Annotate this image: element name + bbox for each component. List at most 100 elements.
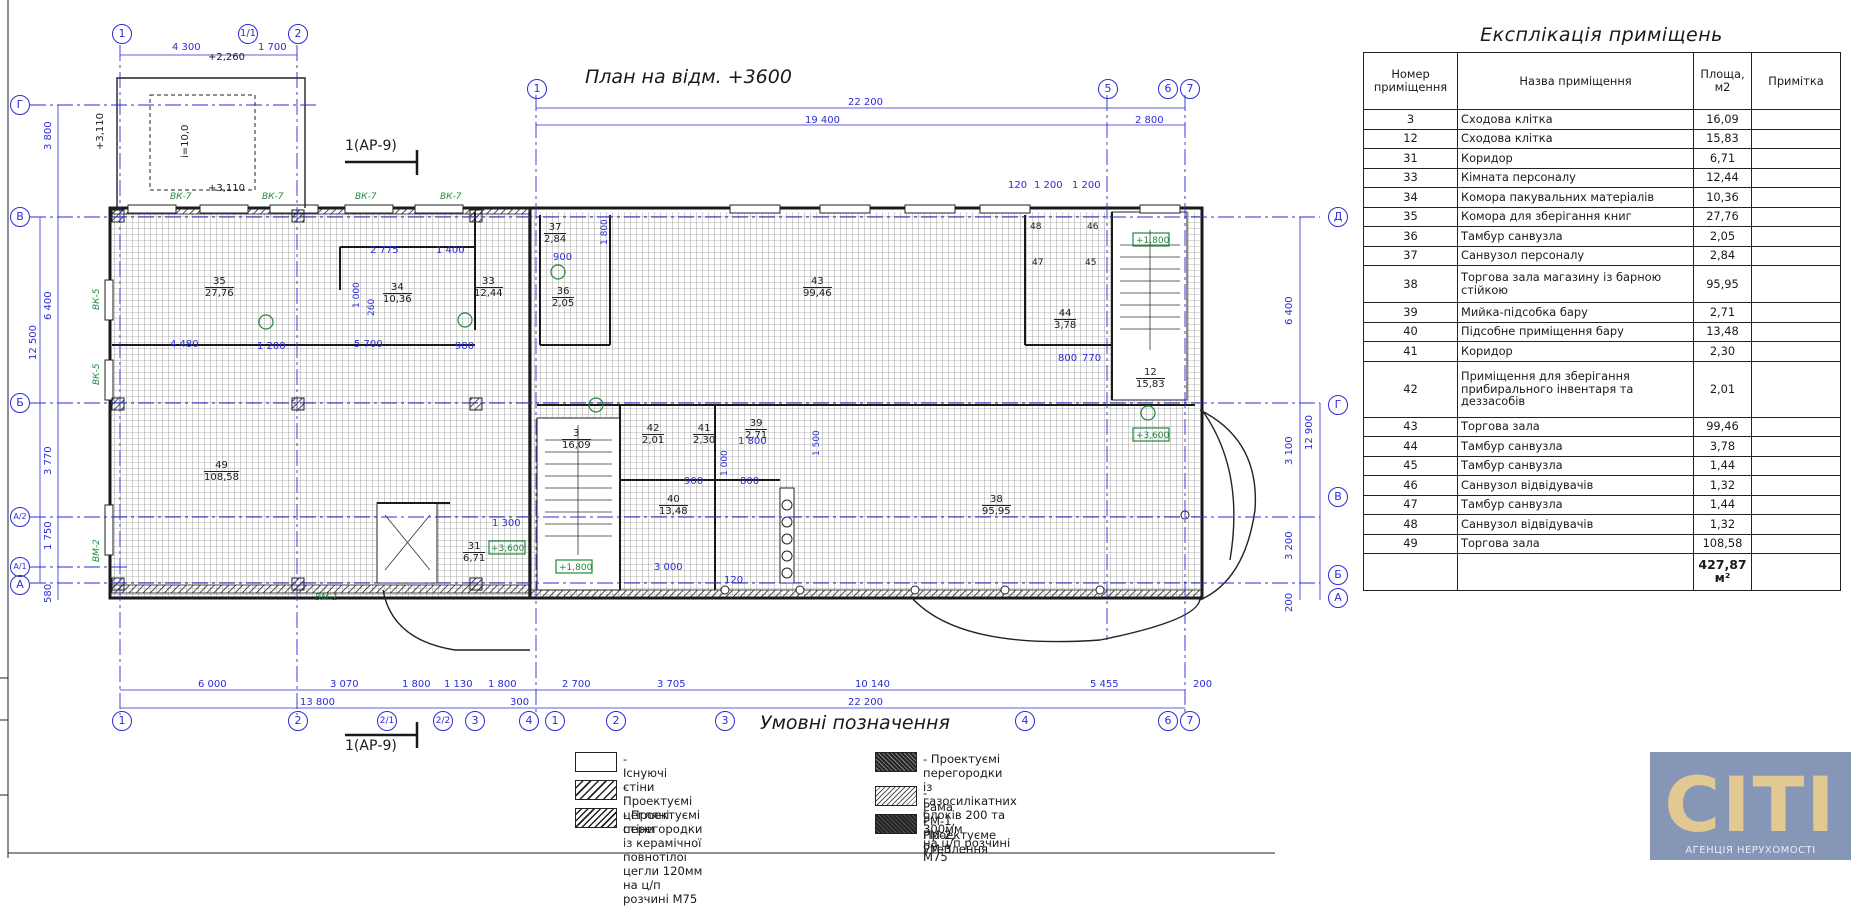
legend-item: - Проектуємі цегляні стіни [575, 780, 692, 836]
section-label-top: 1(АР-9) [345, 138, 397, 154]
axis-left-a1: А/1 [10, 557, 30, 577]
cell-note [1751, 360, 1841, 418]
curved-bays [382, 409, 1257, 651]
cell-note [1751, 128, 1841, 149]
dim-left: 1 750 [43, 521, 54, 550]
cell-name: Торгова зала [1457, 533, 1694, 554]
axis-bottom-3: 3 [465, 711, 485, 731]
axis-right-v: В [1328, 487, 1348, 507]
cell-num: 45 [1363, 455, 1458, 476]
dim-bottom: 2 700 [562, 679, 591, 690]
axis-top-1-1: 1/1 [238, 24, 258, 44]
axis-left-g: Г [10, 95, 30, 115]
inner-dim: 900 [455, 341, 475, 352]
dimension-lines [39, 54, 1321, 709]
dim-top: 2 800 [1135, 115, 1164, 126]
cell-name: Торгова зала магазину із барною стійкою [1457, 265, 1694, 303]
axis-bottom-2b: 2 [606, 711, 626, 731]
window-label: ВК-7 [170, 192, 192, 202]
axis-bottom-3b: 3 [715, 711, 735, 731]
axis-top-2: 2 [288, 24, 308, 44]
total-cell-area: 427,87 м² [1693, 553, 1752, 591]
axis-bottom-1: 1 [112, 711, 132, 731]
inner-dim: 800 [740, 476, 760, 487]
window-label: ВК-7 [355, 192, 377, 202]
inner-dim: 1 000 [352, 282, 362, 308]
cell-area: 1,32 [1693, 475, 1752, 496]
axis-left-a: А [10, 575, 30, 595]
section-label-bottom: 1(АР-9) [345, 738, 397, 754]
level-mark: +1,800 [559, 563, 593, 573]
logo-subtitle: АГЕНЦІЯ НЕРУХОМОСТІ [1685, 845, 1816, 856]
inner-dim: 1 800 [600, 219, 610, 245]
inner-dim: 1 200 [1072, 180, 1101, 191]
cell-area: 16,09 [1693, 109, 1752, 130]
cell-note [1751, 206, 1841, 227]
cell-area: 1,44 [1693, 494, 1752, 515]
axis-left-a2: А/2 [10, 507, 30, 527]
axis-top-5: 5 [1098, 79, 1118, 99]
cell-note [1751, 321, 1841, 342]
cell-num: 39 [1363, 302, 1458, 323]
dim-bottom: 3 070 [330, 679, 359, 690]
legend-text: - Рама РМ-1, РМ-2, РМ-3 [923, 786, 956, 856]
axis-bottom-6: 6 [1158, 711, 1178, 731]
cell-note [1751, 416, 1841, 437]
legend-item: - Рама РМ-1, РМ-2, РМ-3 [875, 786, 955, 856]
total-cell-name [1457, 553, 1694, 591]
total-cell-note [1751, 553, 1841, 591]
cell-name: Тамбур санвузла [1457, 226, 1694, 247]
cell-name: Санвузол персоналу [1457, 245, 1694, 266]
cell-note [1751, 226, 1841, 247]
axis-right-d: Д [1328, 207, 1348, 227]
cell-name: Мийка-підсобка бару [1457, 302, 1694, 323]
dim-right: 3 200 [1284, 531, 1295, 560]
dim-bottom: 3 705 [657, 679, 686, 690]
stair-areas [376, 211, 1188, 591]
dim-top: 22 200 [848, 97, 883, 108]
green-tags [258, 232, 1170, 574]
axis-right-b: Б [1328, 565, 1348, 585]
dim-bottom: 1 800 [488, 679, 517, 690]
dim-left: 580 [43, 583, 54, 603]
swatch-gas-silicate-partitions [875, 752, 917, 772]
cell-area: 2,01 [1693, 360, 1752, 418]
cell-area: 2,71 [1693, 302, 1752, 323]
cell-num: 40 [1363, 321, 1458, 342]
explication-table: Номер приміщення Назва приміщення Площа,… [1363, 52, 1841, 591]
legend-title: Умовні позначення [760, 712, 950, 734]
axis-right-a: А [1328, 588, 1348, 608]
cell-area: 2,84 [1693, 245, 1752, 266]
cell-num: 3 [1363, 109, 1458, 130]
cell-note [1751, 475, 1841, 496]
cell-area: 108,58 [1693, 533, 1752, 554]
cell-name: Приміщення для зберігання прибирального … [1457, 360, 1694, 418]
dim-bottom: 22 200 [848, 697, 883, 708]
bar-counter [720, 487, 1190, 595]
cell-name: Сходова клітка [1457, 128, 1694, 149]
slope-label: i=10,0 [180, 124, 191, 158]
cell-area: 6,71 [1693, 148, 1752, 169]
cell-note [1751, 436, 1841, 457]
cell-name: Тамбур санвузла [1457, 494, 1694, 515]
cell-name: Підсобне приміщення бару [1457, 321, 1694, 342]
cell-name: Комора для зберігання книг [1457, 206, 1694, 227]
